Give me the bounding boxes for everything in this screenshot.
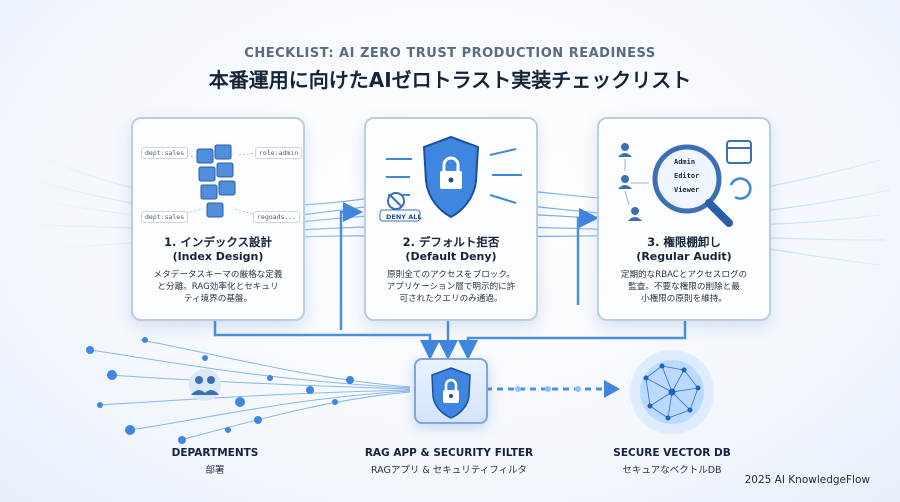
card-description: 定期的なRBACとアクセスログの監査。不要な権限の削除と最小権限の原則を維持。 <box>620 270 748 304</box>
cube-cluster-icon <box>178 144 258 218</box>
card-subtitle: (Default Deny) <box>405 250 497 263</box>
shield-lock-icon <box>431 367 471 419</box>
card-description: メタデータスキーマの厳格な定義と分離。RAG効率化とセキュリティ境界の基盤。 <box>153 270 283 304</box>
card-index-design: dept:sales role:admin dept:sales regoads… <box>131 117 305 321</box>
people-icon <box>189 369 221 401</box>
header-title-jp: 本番運用に向けたAIゼロトラスト実装チェックリスト <box>208 68 692 92</box>
metadata-chip: role:admin <box>255 147 303 159</box>
rag-filter-label: RAG APP & SECURITY FILTER <box>364 447 534 459</box>
db-stream <box>486 380 620 398</box>
shield-lock-icon <box>379 135 522 222</box>
card-description: 原則全てのアクセスをブロック。アプリケーション層で明示的に許可されたクエリのみ通… <box>386 270 516 304</box>
deny-all-badge: DENY ALL <box>386 213 422 221</box>
card-subtitle: (Index Design) <box>172 250 264 263</box>
role-editor: Editor <box>674 172 700 180</box>
rag-filter-sublabel: RAGアプリ & セキュリティフィルタ <box>370 465 528 476</box>
card-default-deny: DENY ALL 2. デフォルト拒否 (Default Deny) 原則全ての… <box>364 117 538 321</box>
card-subtitle: (Regular Audit) <box>636 250 732 263</box>
card-title: 2. デフォルト拒否 <box>402 235 500 249</box>
vector-db-sphere-icon <box>630 350 714 434</box>
header-title-en: CHECKLIST: AI ZERO TRUST PRODUCTION READ… <box>244 46 656 61</box>
department-nodes <box>86 337 354 444</box>
departments-fan <box>89 339 411 441</box>
card-regular-audit: Admin Editor Viewer 3. 権限棚卸し (Regular Au… <box>597 117 771 321</box>
credit-text: 2025 AI KnowledgeFlow <box>744 474 870 486</box>
vector-db-sublabel: セキュアなベクトルDB <box>622 465 722 476</box>
card-connectors <box>213 202 687 360</box>
card-title: 1. インデックス設計 <box>163 235 273 249</box>
metadata-chip: dept:sales <box>141 147 189 159</box>
role-viewer: Viewer <box>674 186 700 194</box>
metadata-chip: dept:sales <box>141 211 189 223</box>
security-filter-node <box>414 358 488 424</box>
vector-db-label: SECURE VECTOR DB <box>613 447 731 459</box>
metadata-chip: regoads... <box>253 211 301 223</box>
magnifier-audit-icon <box>618 140 752 227</box>
departments-sublabel: 部署 <box>205 465 225 476</box>
departments-label: DEPARTMENTS <box>171 447 259 459</box>
card-title: 3. 権限棚卸し <box>647 235 721 249</box>
role-admin: Admin <box>674 158 696 166</box>
